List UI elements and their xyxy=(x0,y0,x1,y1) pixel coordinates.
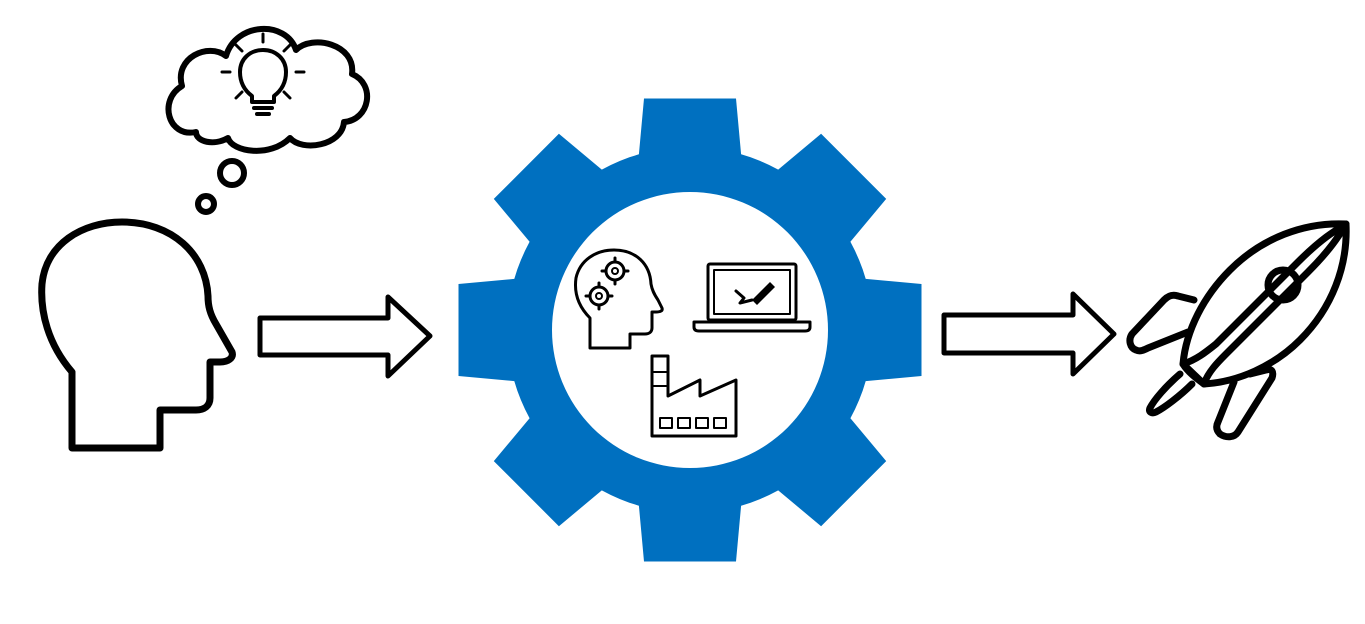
gear-icon xyxy=(458,98,922,562)
arrow-right-icon xyxy=(941,291,1117,377)
light-bulb-icon xyxy=(220,32,306,116)
factory-icon xyxy=(650,354,738,438)
thought-cloud-icon xyxy=(165,25,371,215)
head-icon xyxy=(38,218,236,452)
rocket-icon xyxy=(1126,220,1350,441)
laptop-design-icon xyxy=(692,262,812,333)
brain-gears-icon xyxy=(574,248,664,350)
arrow-right-icon xyxy=(257,294,433,379)
